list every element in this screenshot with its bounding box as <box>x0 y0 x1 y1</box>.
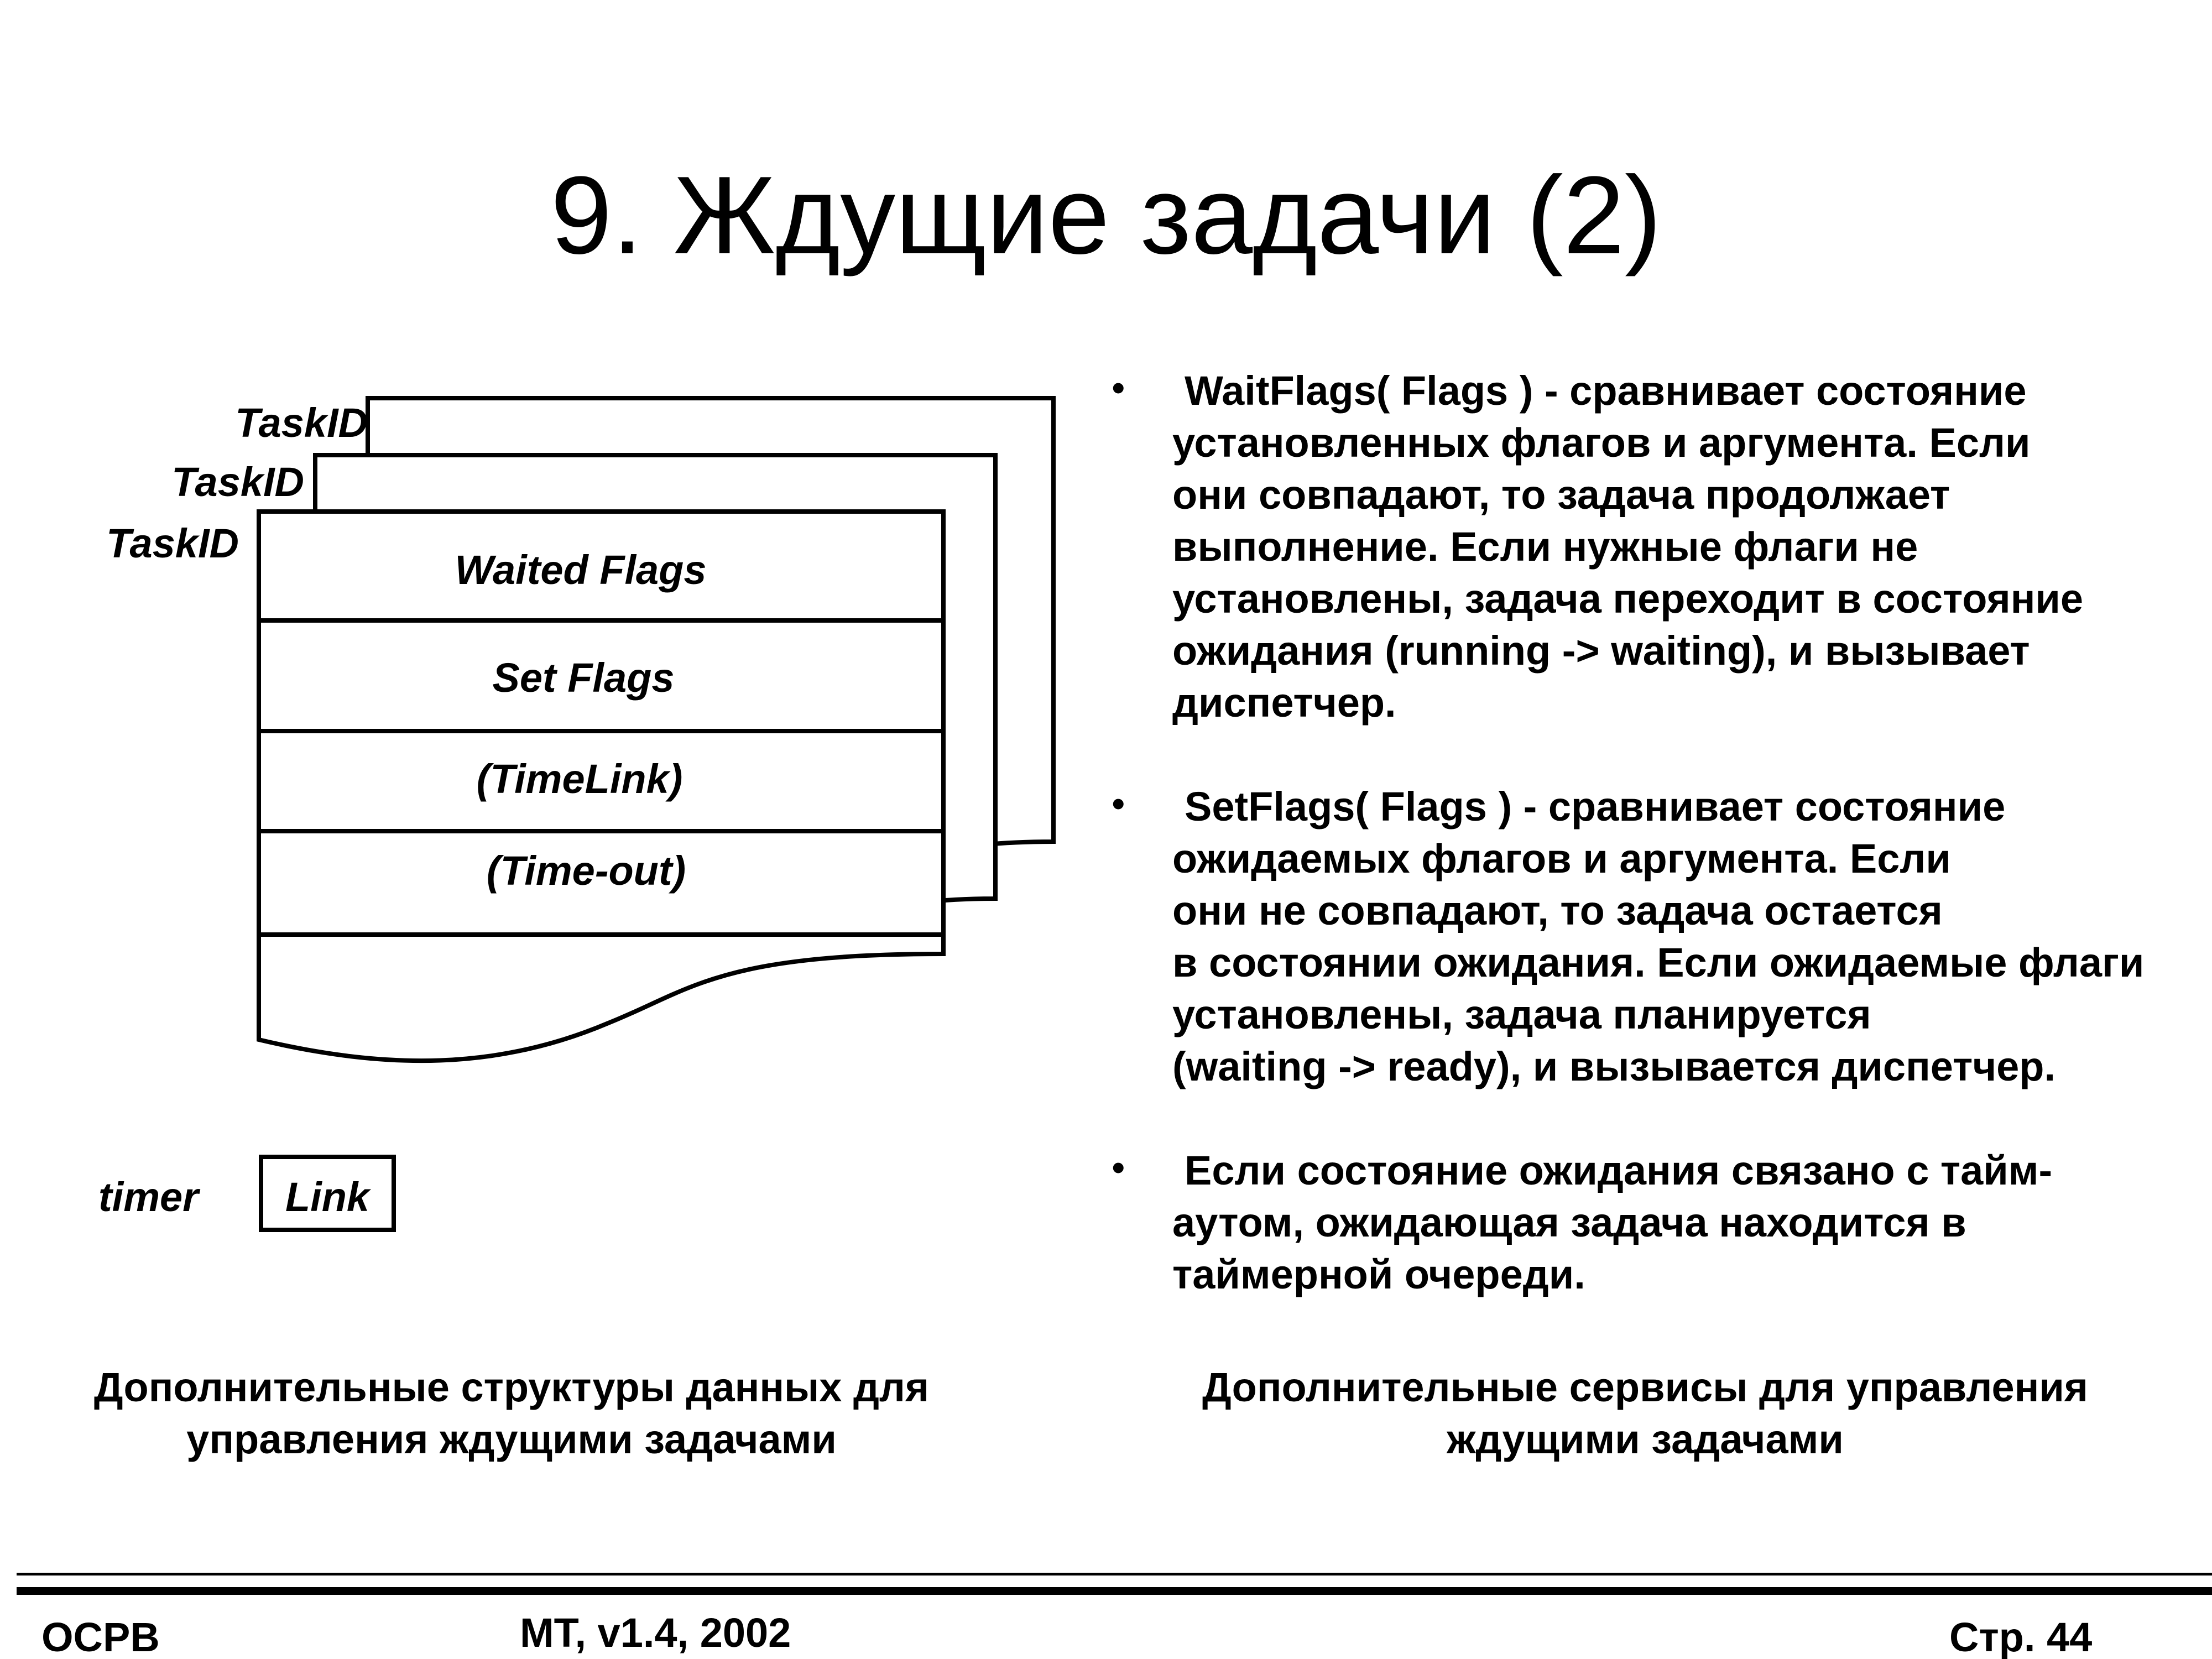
bullet-line: установлены, задача планируется <box>1172 992 1871 1037</box>
bullet-line: установленных флагов и аргумента. Если <box>1172 420 2031 466</box>
caption-line: управления ждущими задачами <box>186 1416 837 1462</box>
bullet-line: диспетчер. <box>1172 680 1396 726</box>
bullet-marker: • <box>1112 366 1125 409</box>
timer-label: timer <box>98 1174 201 1220</box>
bullet-line: выполнение. Если нужные флаги не <box>1172 524 1918 570</box>
bullet-setflags: • SetFlags( Flags ) - сравнивает состоян… <box>1112 781 2212 1093</box>
caption-line: Дополнительные сервисы для управления <box>1202 1364 2088 1410</box>
front-task-card <box>257 509 946 1063</box>
link-box <box>259 1155 396 1232</box>
bullet-line: в состоянии ожидания. Если ожидаемые фла… <box>1172 940 2145 985</box>
taskid-label-middle: TaskID <box>171 459 304 505</box>
bullet-line: Если состояние ожидания связано с тайм- <box>1185 1147 2053 1193</box>
caption-line: ждущими задачами <box>1447 1416 1844 1462</box>
services-bullet-list: • WaitFlags( Flags ) - сравнивает состоя… <box>1112 365 2212 1301</box>
bullet-line: они не совпадают, то задача остается <box>1172 888 1943 933</box>
caption-data-structures: Дополнительные структуры данных для упра… <box>22 1361 1001 1465</box>
caption-services: Дополнительные сервисы для управления жд… <box>1134 1361 2157 1465</box>
taskid-label-back: TaskID <box>235 400 368 446</box>
bullet-line: ожидания (running -> waiting), и вызывае… <box>1172 628 2030 674</box>
footer-divider-thick <box>17 1587 2212 1595</box>
bullet-line: установлены, задача переходит в состояни… <box>1172 576 2084 622</box>
slide-title: 9. Ждущие задачи (2) <box>550 154 1662 277</box>
bullet-line: они совпадают, то задача продолжает <box>1172 472 1950 518</box>
bullet-line: SetFlags( Flags ) - сравнивает состояние <box>1185 784 2006 830</box>
bullet-line: ожидаемых флагов и аргумента. Если <box>1172 836 1951 881</box>
bullet-line: (waiting -> ready), и вызывается диспетч… <box>1172 1044 2056 1089</box>
bullet-waitflags: • WaitFlags( Flags ) - сравнивает состоя… <box>1112 365 2212 729</box>
taskid-label-front: TaskID <box>106 520 239 566</box>
field-set-flags: Set Flags <box>493 655 675 701</box>
footer-version: МТ, v1.4, 2002 <box>520 1610 791 1656</box>
footer-page-number: Стр. 44 <box>1949 1614 2093 1659</box>
field-timelink: (TimeLink) <box>477 756 683 802</box>
footer-divider-thin <box>17 1573 2212 1575</box>
bullet-marker: • <box>1112 1146 1125 1189</box>
bullet-marker: • <box>1112 782 1125 825</box>
field-timeout: (Time-out) <box>487 848 686 894</box>
bullet-timeout-queue: • Если состояние ожидания связано с тайм… <box>1112 1145 2212 1301</box>
caption-line: Дополнительные структуры данных для <box>93 1364 930 1410</box>
link-label: Link <box>285 1174 372 1220</box>
bullet-line: таймерной очереди. <box>1172 1251 1585 1297</box>
field-waited-flags: Waited Flags <box>455 547 706 593</box>
bullet-line: WaitFlags( Flags ) - сравнивает состояни… <box>1185 368 2027 414</box>
footer-course-name: ОСРВ <box>41 1614 160 1659</box>
bullet-line: аутом, ожидающая задача находится в <box>1172 1199 1966 1245</box>
